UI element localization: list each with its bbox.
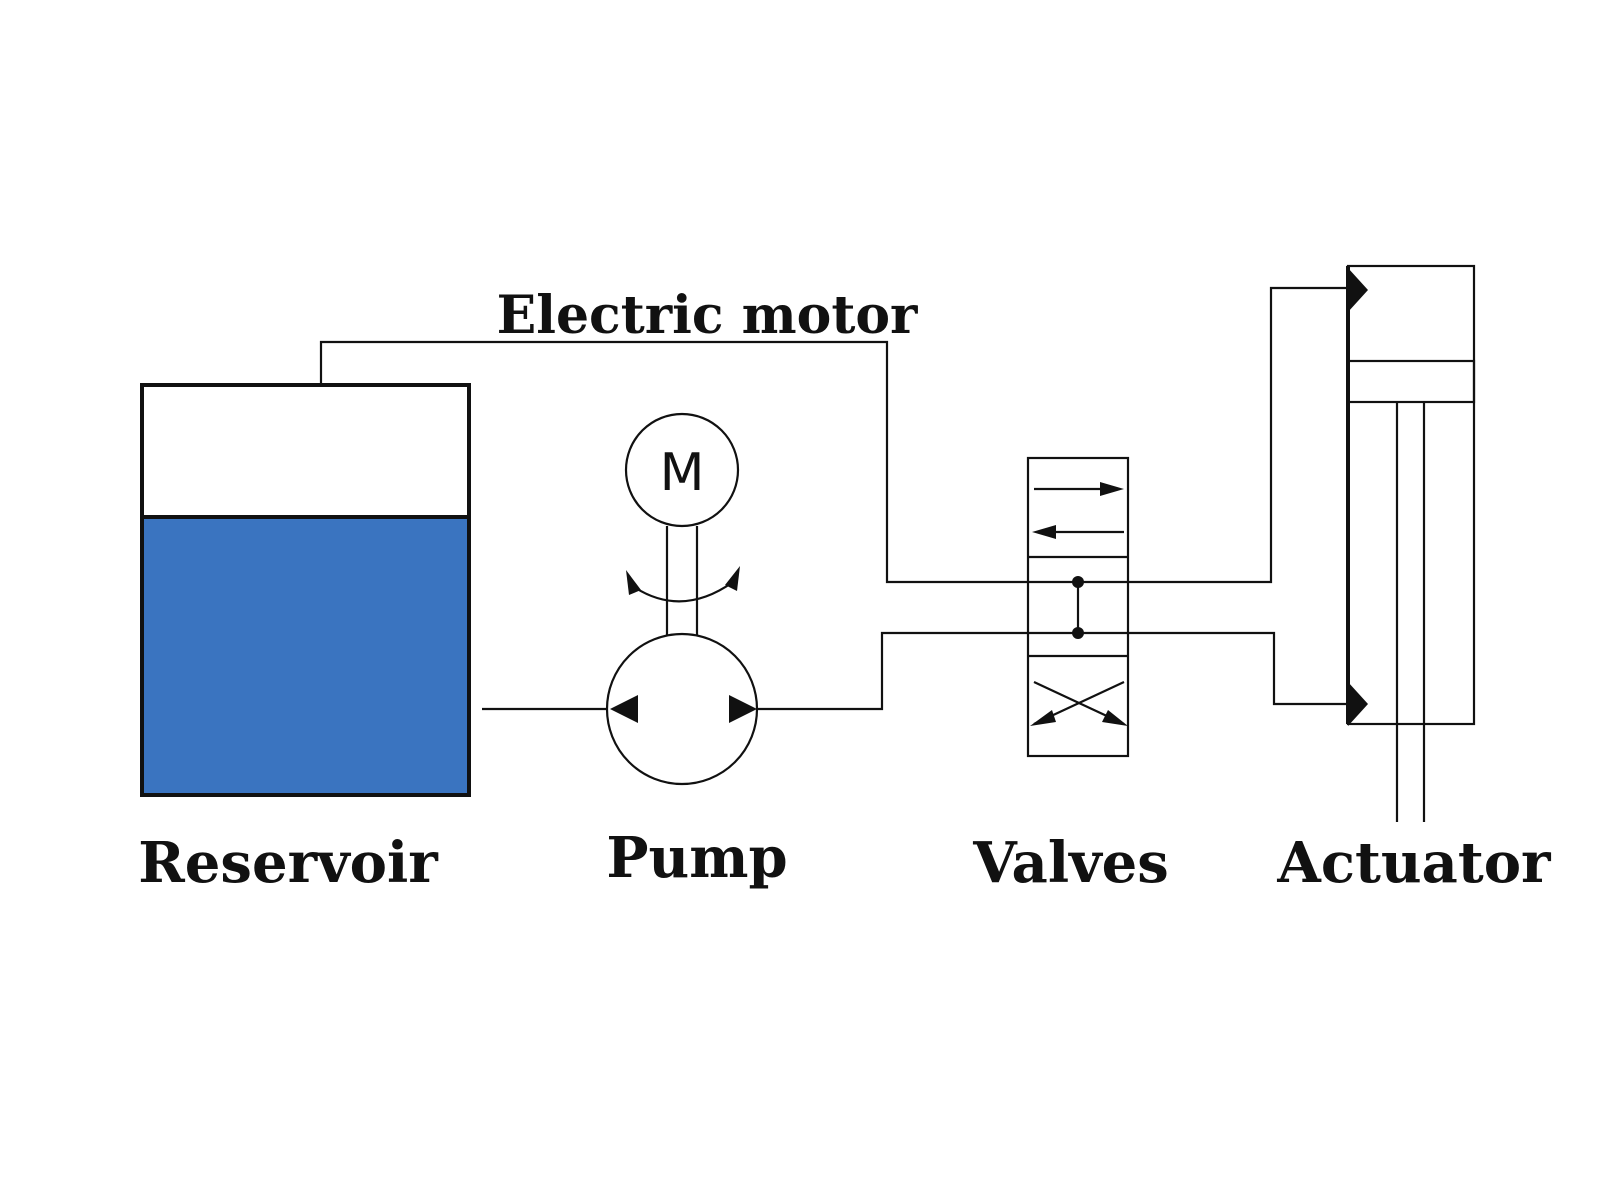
cylinder-barrel — [1346, 264, 1476, 726]
actuator-port-top-triangle — [1348, 268, 1368, 312]
motor-circle — [624, 412, 740, 528]
actuator-port-bottom-triangle — [1348, 682, 1368, 726]
valve-body — [1026, 456, 1130, 758]
valve-bypass-dot-bottom — [1072, 627, 1084, 639]
valves-label: Valves — [972, 830, 1169, 896]
return-line — [319, 286, 1348, 584]
rotation-arrowhead-left — [626, 570, 641, 595]
pump-label: Pump — [606, 825, 787, 891]
pump-inlet-triangle — [610, 695, 638, 723]
reservoir-tank — [140, 383, 471, 797]
reservoir-outline — [140, 383, 471, 797]
cylinder-piston — [1346, 359, 1476, 404]
valve-cross-head-1 — [1030, 710, 1056, 726]
valve-arrow-left-head — [1032, 525, 1056, 539]
rotation-arrow — [633, 581, 734, 603]
actuator-label: Actuator — [1276, 830, 1552, 896]
motor-symbol: M — [660, 443, 705, 503]
directional-valve — [1026, 456, 1130, 758]
reservoir-label: Reservoir — [138, 830, 439, 896]
actuator-cylinder — [1346, 264, 1476, 822]
reservoir-fluid — [142, 517, 469, 795]
rotation-arrowhead-right — [725, 566, 740, 591]
valve-bypass-dot-top — [1072, 576, 1084, 588]
electric-motor-label: Electric motor — [497, 285, 918, 346]
pump — [605, 632, 759, 786]
pressure-line — [757, 631, 1348, 711]
valve-arrow-right-head — [1100, 482, 1124, 496]
electric-motor: M — [624, 412, 740, 636]
valve-cross-head-2 — [1102, 710, 1128, 726]
pump-outlet-triangle — [729, 695, 757, 723]
